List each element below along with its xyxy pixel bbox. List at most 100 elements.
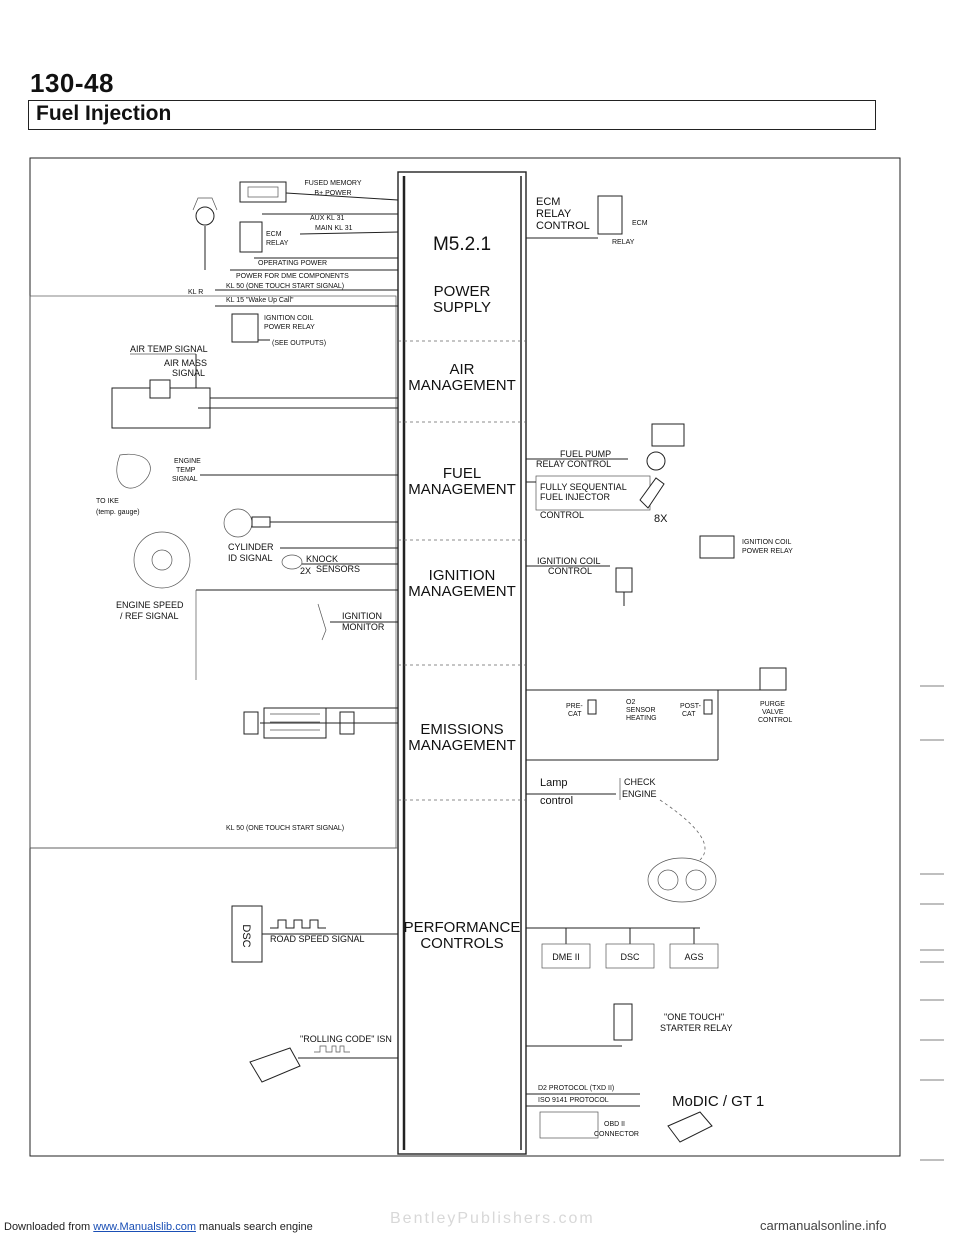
ecm-relay-label-1: ECM <box>266 231 282 238</box>
ecu-section-air-l2: MANAGEMENT <box>408 377 516 394</box>
post-cat-label-1: POST- <box>680 703 702 710</box>
main-kl31-wire <box>299 231 399 235</box>
ignition-coil-control-label-1: IGNITION COIL <box>537 556 601 566</box>
cylinder-id-label-1: CYLINDER <box>228 542 274 552</box>
ecm-relay-output-label-1: ECM <box>632 220 648 227</box>
fuel-injector-icon <box>639 477 665 509</box>
kl-r-label: KL R <box>188 289 203 296</box>
fused-memory-label: FUSED MEMORY <box>304 180 361 187</box>
fully-sequential-label-2: FUEL INJECTOR <box>540 492 611 502</box>
temp-gauge-label: (temp. gauge) <box>96 509 140 516</box>
engine-speed-label-1: ENGINE SPEED <box>116 600 184 610</box>
injector-count-label: 8X <box>654 513 668 525</box>
ecu-section-emissions-l1: EMISSIONS <box>420 721 503 738</box>
ecm-relay-icon <box>239 221 263 253</box>
aux-kl31-label: AUX KL 31 <box>310 215 344 222</box>
kl50-bottom-label: KL 50 (ONE TOUCH START SIGNAL) <box>226 825 344 832</box>
o2-heating-label-3: HEATING <box>626 715 657 722</box>
ignition-key-icon <box>195 206 215 226</box>
air-mass-sensor-head-icon <box>149 379 171 399</box>
ecm-relay-control-label-3: CONTROL <box>536 220 590 232</box>
pre-cat-heater-icon <box>587 699 597 715</box>
ignition-coil-control-label-2: CONTROL <box>548 566 592 576</box>
knock-sensor-icon <box>281 554 303 570</box>
ignition-coil-power-label-1: IGNITION COIL <box>742 539 792 546</box>
power-for-dme-label: POWER FOR DME COMPONENTS <box>236 273 349 280</box>
purge-label-2: VALVE <box>762 709 784 716</box>
lamp-control-label-2: control <box>540 795 573 807</box>
speedometer-icon <box>657 869 679 891</box>
footer-downloaded-from: Downloaded from <box>4 1221 91 1233</box>
battery-cells-icon <box>247 186 279 198</box>
to-ike-label: TO IKE <box>96 498 119 505</box>
ews-module-icon <box>249 1047 301 1083</box>
check-engine-leader <box>659 799 706 861</box>
ignition-monitor-icon <box>317 603 327 641</box>
fuel-pump-label-2: RELAY CONTROL <box>536 459 611 469</box>
rolling-code-label: "ROLLING CODE" ISN <box>300 1034 392 1044</box>
obd-connector-icon <box>539 1111 599 1139</box>
instrument-cluster-icon <box>647 857 717 903</box>
purge-label-1: PURGE <box>760 701 785 708</box>
ecu-section-power-l2: SUPPLY <box>433 299 491 316</box>
fuel-pump-label-1: FUEL PUMP <box>560 449 611 459</box>
fuel-pump-relay-icon <box>651 423 685 447</box>
road-speed-label: ROAD SPEED SIGNAL <box>270 934 365 944</box>
one-touch-label-2: STARTER RELAY <box>660 1023 733 1033</box>
modic-tester-icon <box>667 1111 713 1143</box>
ecm-relay-output-icon <box>597 195 623 235</box>
pre-cat-label-1: PRE- <box>566 703 583 710</box>
engine-speed-label-2: / REF SIGNAL <box>120 611 179 621</box>
b-power-wire <box>285 192 399 201</box>
obd-label-2: CONNECTOR <box>594 1131 639 1138</box>
ecu-section-performance-l2: CONTROLS <box>420 935 503 952</box>
lamp-control-label-1: Lamp <box>540 777 568 789</box>
ecu-section-air-l1: AIR <box>449 361 474 378</box>
page-number: 130-48 <box>30 68 114 98</box>
dme-ii-label: DME II <box>552 952 580 962</box>
engine-temp-label-3: SIGNAL <box>172 476 198 483</box>
rolling-code-pulse-icon <box>314 1045 350 1053</box>
ignition-coil-power-label-2: POWER RELAY <box>742 548 793 555</box>
one-touch-label-1: "ONE TOUCH" <box>664 1012 724 1022</box>
footer-site-watermark: carmanualsonline.info <box>760 1218 887 1233</box>
post-cat-heater-icon <box>703 699 713 715</box>
ecu-section-ignition-l1: IGNITION <box>429 567 496 584</box>
obd-label-1: OBD II <box>604 1121 625 1128</box>
kl50-top-label: KL 50 (ONE TOUCH START SIGNAL) <box>226 283 344 290</box>
ignition-monitor-label-2: MONITOR <box>342 622 385 632</box>
footer-suffix: manuals search engine <box>199 1221 313 1233</box>
manualslib-link[interactable]: www.Manualslib.com <box>93 1221 196 1233</box>
cam-sensor-icon <box>223 508 253 538</box>
pre-cat-sensor-icon <box>243 711 259 735</box>
air-temp-signal-label: AIR TEMP SIGNAL <box>130 344 208 354</box>
section-title: Fuel Injection <box>36 102 172 125</box>
dme-ii-box <box>541 943 591 969</box>
check-engine-label-1: CHECK <box>624 777 656 787</box>
ecu-section-emissions-l2: MANAGEMENT <box>408 737 516 754</box>
o2-heating-label-2: SENSOR <box>626 707 656 714</box>
crank-hub-icon <box>151 549 173 571</box>
ecm-relay-control-label-1: ECM <box>536 196 560 208</box>
fully-sequential-label-3: CONTROL <box>540 510 584 520</box>
ecu-section-fuel-l1: FUEL <box>443 465 481 482</box>
cam-sensor-connector-icon <box>251 516 271 528</box>
key-head-icon <box>192 197 218 211</box>
tachometer-icon <box>685 869 707 891</box>
ignition-coil-relay-label-2: POWER RELAY <box>264 324 315 331</box>
starter-relay-icon <box>613 1003 633 1041</box>
ignition-coil-relay-label-1: IGNITION COIL <box>264 315 314 322</box>
d2-protocol-label: D2 PROTOCOL (TXD II) <box>538 1085 614 1092</box>
purge-label-3: CONTROL <box>758 717 792 724</box>
ignition-coil-icon <box>615 567 633 593</box>
ignition-coil-relay-icon <box>231 313 259 343</box>
ignition-monitor-label-1: IGNITION <box>342 611 382 621</box>
ecu-section-fuel-l2: MANAGEMENT <box>408 481 516 498</box>
o2-heating-label-1: O2 <box>626 699 635 706</box>
ags-box <box>669 943 719 969</box>
cylinder-id-label-2: ID SIGNAL <box>228 553 273 563</box>
see-outputs-label: (SEE OUTPUTS) <box>272 340 326 347</box>
main-kl31-label: MAIN KL 31 <box>315 225 353 232</box>
dsc-module-icon <box>231 905 263 963</box>
air-mass-label-1: AIR MASS <box>164 358 207 368</box>
